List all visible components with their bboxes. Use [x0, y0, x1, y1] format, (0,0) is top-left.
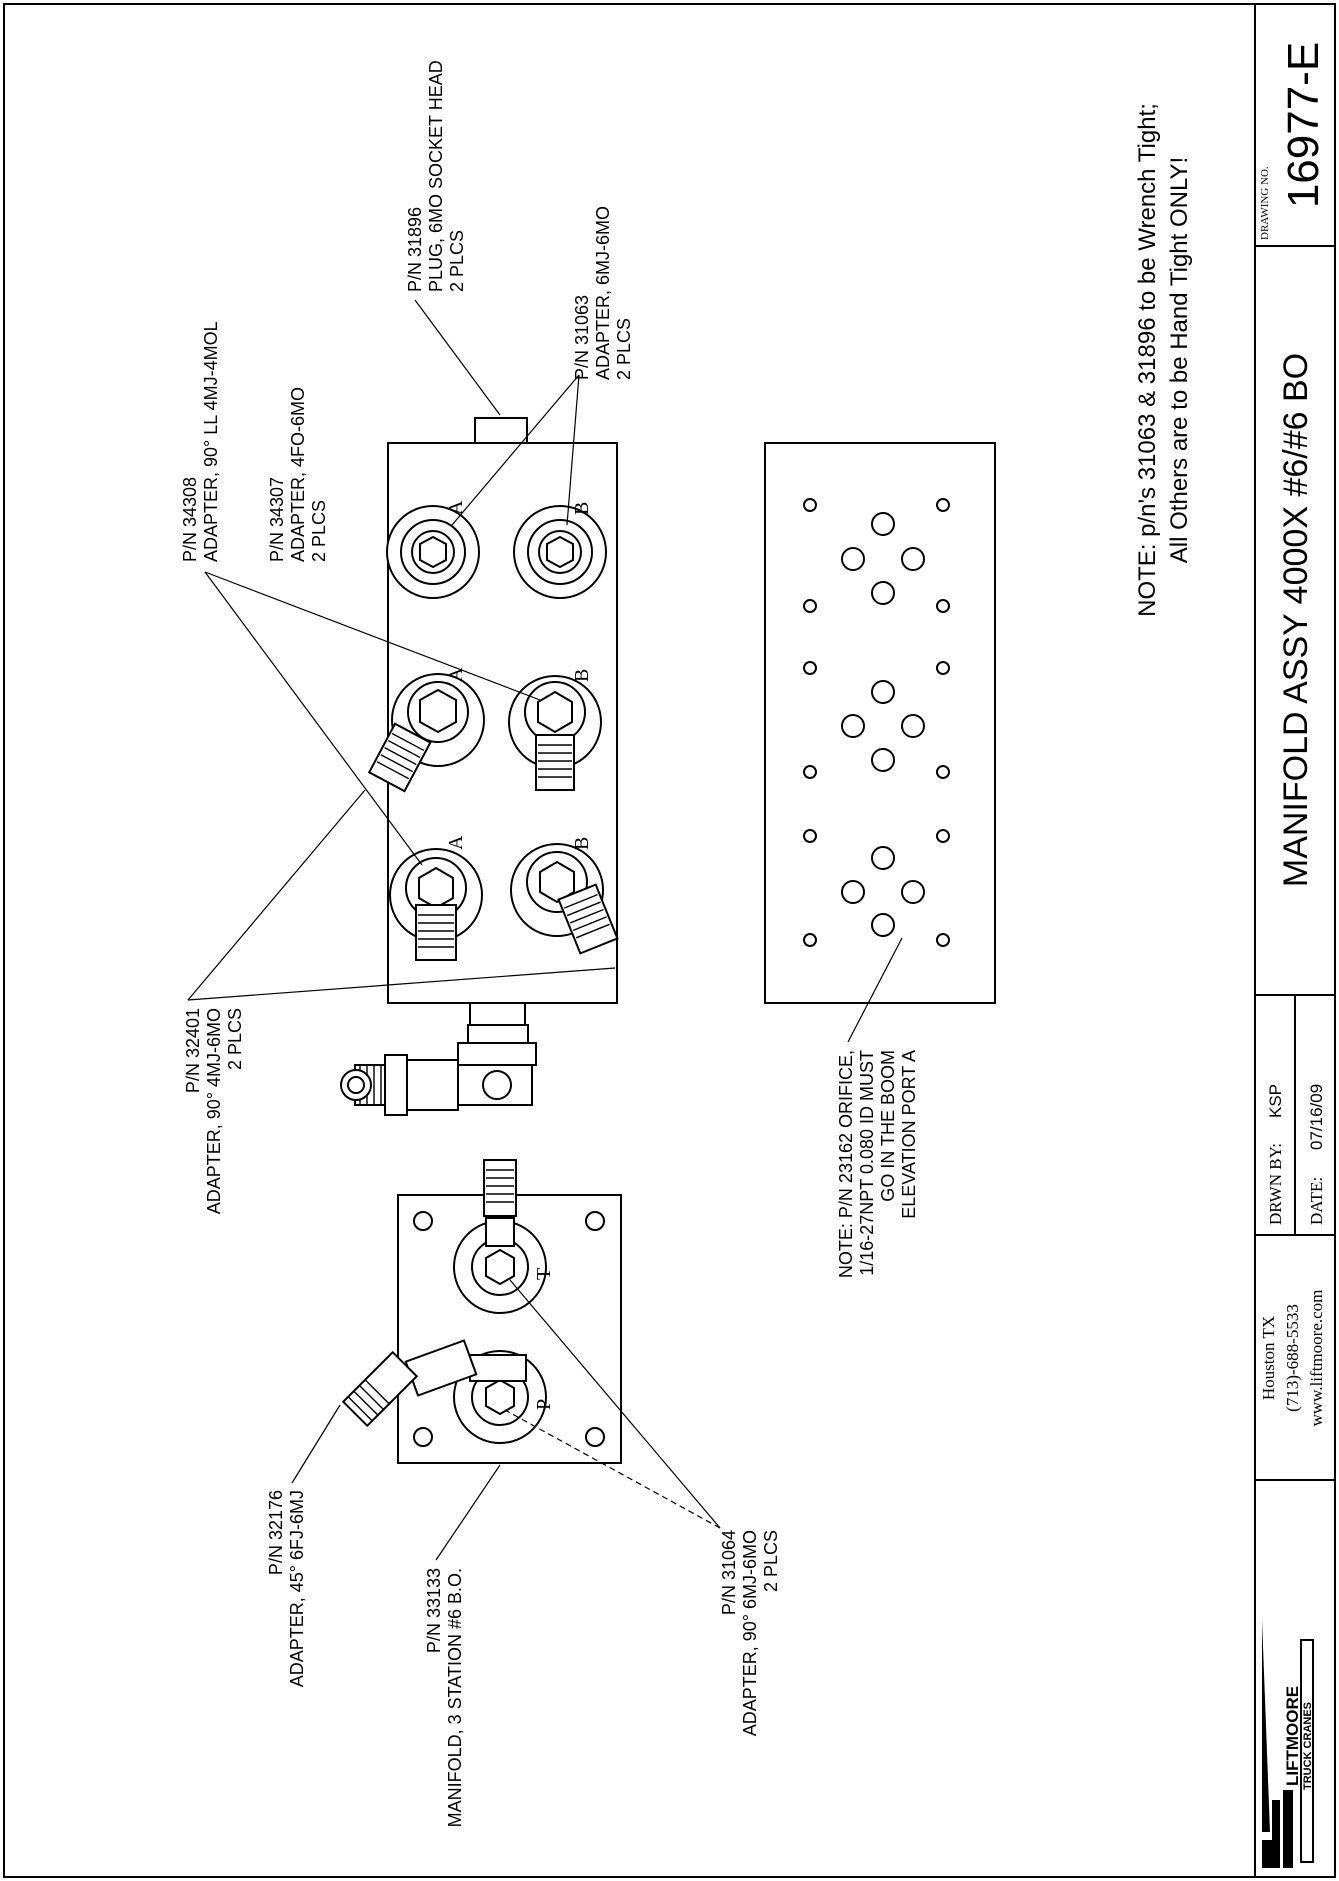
port-a-1: [386, 505, 480, 599]
svg-text:P/N 31064: P/N 31064: [719, 1530, 739, 1615]
callout-23162-note: NOTE: P/N 23162 ORIFICE, 1/16-27NPT 0.08…: [836, 1050, 919, 1278]
valve-manifold-top-view: A B A B A B: [367, 417, 619, 1026]
manifold-33133: T P: [341, 1159, 622, 1464]
port-label-b2: B: [571, 669, 593, 682]
svg-text:PLUG, 6MO SOCKET HEAD: PLUG, 6MO SOCKET HEAD: [426, 60, 446, 292]
side-90-fitting: [340, 1024, 537, 1116]
svg-text:NOTE: P/N 23162 ORIFICE,: NOTE: P/N 23162 ORIFICE,: [836, 1050, 856, 1278]
port-a-3: [389, 848, 483, 961]
svg-text:P/N 34307: P/N 34307: [267, 477, 287, 562]
svg-text:ADAPTER, 90° LL 4MJ-4MOL: ADAPTER, 90° LL 4MJ-4MOL: [201, 321, 221, 562]
svg-text:ADAPTER, 45° 6FJ-6MJ: ADAPTER, 45° 6FJ-6MJ: [287, 1490, 307, 1687]
svg-text:P/N 32176: P/N 32176: [266, 1490, 286, 1575]
svg-text:P/N 31063: P/N 31063: [572, 295, 592, 380]
port-label-b3: B: [571, 837, 593, 850]
logo-wordmark: LIFTMOORE: [1283, 1686, 1302, 1786]
torque-note-line1: NOTE: p/n's 31063 & 31896 to be Wrench T…: [1134, 103, 1161, 617]
callout-31063: P/N 31063 ADAPTER, 6MJ-6MO 2 PLCS: [572, 206, 634, 380]
company-phone: (713)-688-5533: [1283, 1304, 1302, 1412]
drawing-no-label: DRAWING NO.: [1259, 166, 1271, 240]
svg-text:2 PLCS: 2 PLCS: [309, 500, 329, 562]
date-value: 07/16/09: [1307, 1084, 1326, 1150]
svg-text:P/N 33133: P/N 33133: [424, 1568, 444, 1653]
svg-text:2 PLCS: 2 PLCS: [761, 1530, 781, 1592]
callout-34308: P/N 34308 ADAPTER, 90° LL 4MJ-4MOL: [180, 321, 221, 562]
port-label-b1: B: [571, 502, 593, 515]
callout-32176: P/N 32176 ADAPTER, 45° 6FJ-6MJ: [266, 1490, 307, 1687]
port-label-a1: A: [445, 500, 467, 515]
svg-text:P/N 31896: P/N 31896: [405, 207, 425, 292]
port-b-3: [510, 843, 619, 955]
svg-text:ADAPTER, 90° 4MJ-6MO: ADAPTER, 90° 4MJ-6MO: [204, 1008, 224, 1214]
svg-text:ADAPTER, 6MJ-6MO: ADAPTER, 6MJ-6MO: [593, 206, 613, 380]
port-label-a2: A: [445, 667, 467, 682]
drawing-number: 16977-E: [1279, 42, 1328, 208]
svg-text:2 PLCS: 2 PLCS: [447, 230, 467, 292]
plug-31896-stub: [474, 417, 528, 444]
company-website: www.liftmoore.com: [1307, 1290, 1326, 1427]
callout-32401: P/N 32401 ADAPTER, 90° 4MJ-6MO 2 PLCS: [183, 1008, 245, 1214]
leader-lines: [187, 299, 903, 1561]
title-block: DRAWING NO. 16977-E MANIFOLD ASSY 4000X …: [1255, 42, 1335, 1868]
callout-31896: P/N 31896 PLUG, 6MO SOCKET HEAD 2 PLCS: [405, 60, 467, 292]
svg-text:2 PLCS: 2 PLCS: [614, 318, 634, 380]
port-label-p: P: [533, 1399, 555, 1410]
svg-text:ELEVATION PORT A: ELEVATION PORT A: [899, 1050, 919, 1219]
port-b-2: [508, 675, 602, 791]
svg-text:GO IN THE BOOM: GO IN THE BOOM: [878, 1050, 898, 1202]
callout-31064: P/N 31064 ADAPTER, 90° 6MJ-6MO 2 PLCS: [719, 1530, 781, 1736]
sheet-border: [3, 3, 1336, 1878]
svg-text:MANIFOLD, 3 STATION #6 B.O.: MANIFOLD, 3 STATION #6 B.O.: [445, 1568, 465, 1827]
svg-text:P/N 34308: P/N 34308: [180, 477, 200, 562]
port-label-a3: A: [445, 835, 467, 850]
drawn-by-label: DRWN BY:: [1266, 1143, 1285, 1225]
manifold-bottom-view: [764, 442, 996, 1004]
date-label: DATE:: [1307, 1177, 1326, 1225]
callout-33133: P/N 33133 MANIFOLD, 3 STATION #6 B.O.: [424, 1568, 465, 1827]
svg-text:P/N 32401: P/N 32401: [183, 1008, 203, 1093]
company-logo: LIFTMOORE TRUCK CRANES: [1262, 1620, 1314, 1868]
drawing-title: MANIFOLD ASSY 4000X #6/#6 BO: [1277, 353, 1315, 887]
drawn-by-value: KSP: [1266, 1084, 1285, 1118]
svg-text:2 PLCS: 2 PLCS: [225, 1008, 245, 1070]
callout-34307: P/N 34307 ADAPTER, 4FO-6MO 2 PLCS: [267, 387, 329, 562]
logo-tagline: TRUCK CRANES: [1302, 1702, 1314, 1790]
torque-note-line2: All Others are to be Hand Tight ONLY!: [1166, 157, 1193, 563]
port-b-1: [513, 505, 607, 599]
port-label-t: T: [533, 1268, 555, 1280]
svg-text:ADAPTER, 4FO-6MO: ADAPTER, 4FO-6MO: [288, 387, 308, 562]
company-city: Houston TX: [1259, 1316, 1278, 1400]
svg-text:ADAPTER, 90° 6MJ-6MO: ADAPTER, 90° 6MJ-6MO: [740, 1530, 760, 1736]
boom-elevation-port-a-hole: [871, 913, 895, 937]
port-a-2: [367, 673, 485, 793]
svg-text:1/16-27NPT 0.080 ID MUST: 1/16-27NPT 0.080 ID MUST: [857, 1050, 877, 1276]
